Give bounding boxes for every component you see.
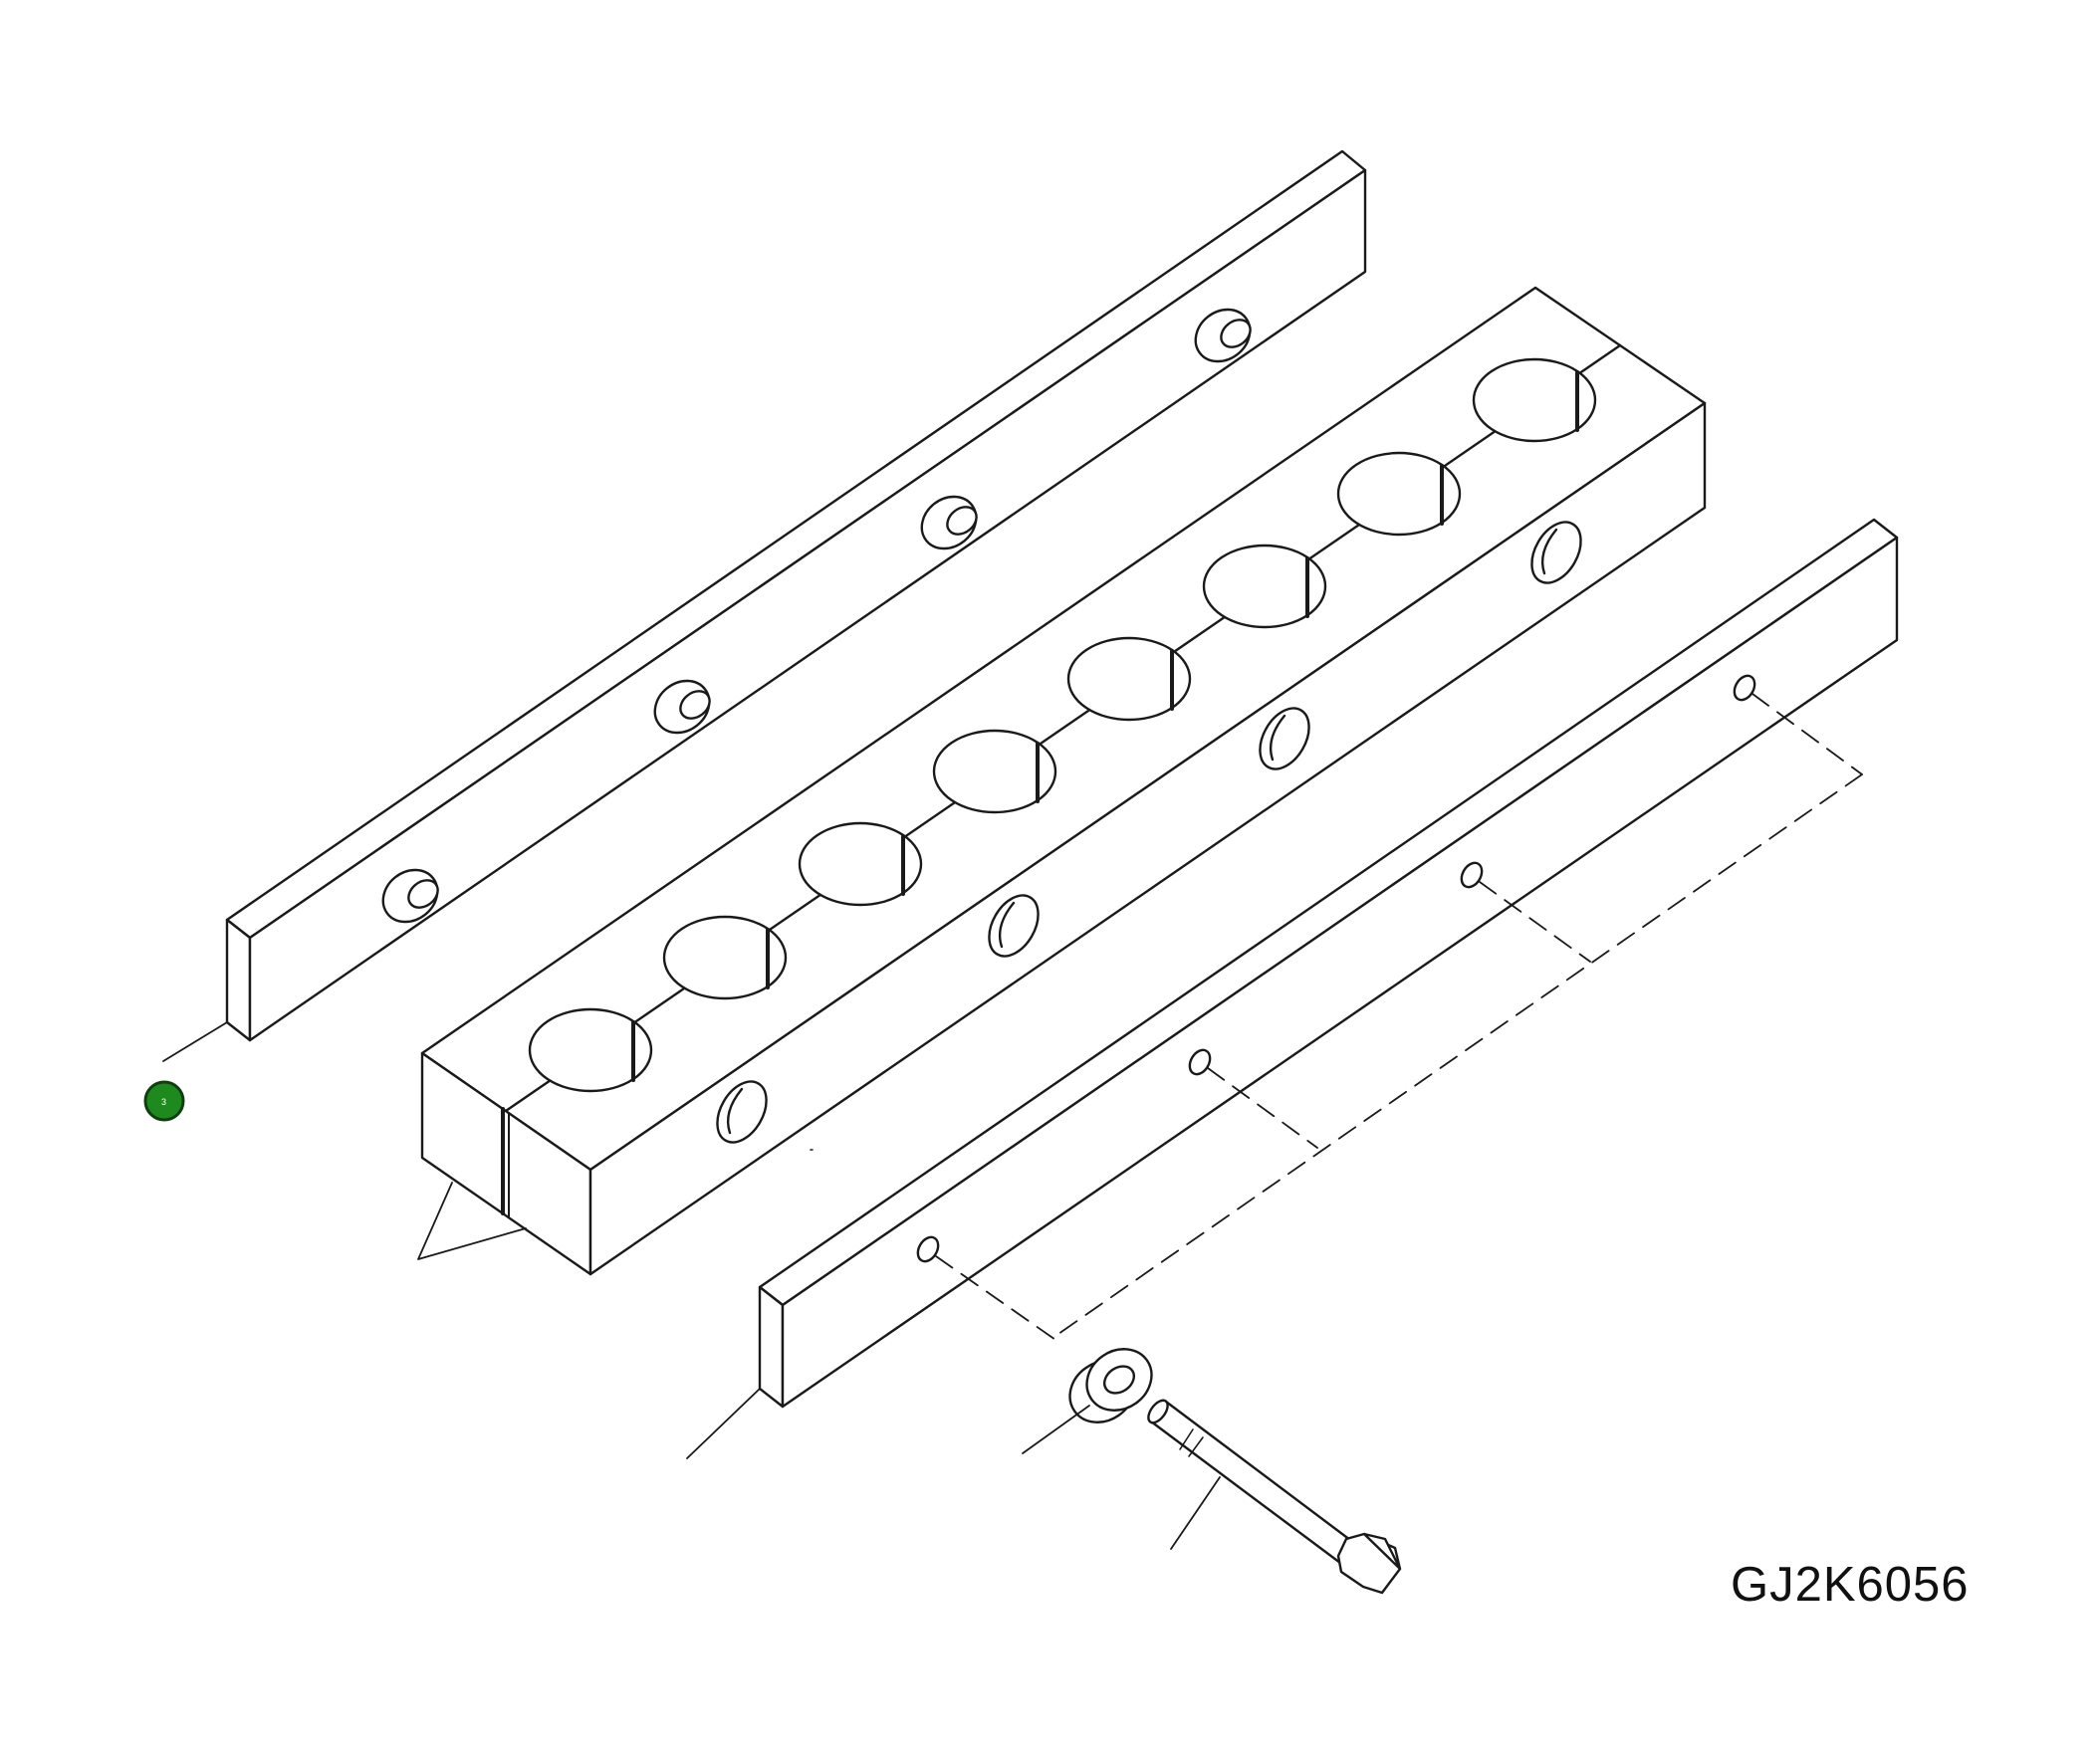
side-bolt-hole-2 xyxy=(988,894,1040,958)
tube-hole-2 xyxy=(662,915,788,1000)
tube-hole-4 xyxy=(932,729,1057,814)
leader-lines xyxy=(162,1021,1221,1550)
plate-hole-2 xyxy=(1188,1048,1212,1076)
assembly-guide-lines xyxy=(935,693,1863,1343)
boss-1 xyxy=(381,868,439,924)
drawing-code: GJ2K6056 xyxy=(1731,1558,1970,1612)
plate-hole-3 xyxy=(1460,861,1484,889)
boss-2 xyxy=(653,679,711,735)
callout-3-circle[interactable] xyxy=(143,1080,185,1122)
side-bolt-hole-3 xyxy=(1259,707,1310,770)
boss-4 xyxy=(1194,308,1252,363)
boss-3 xyxy=(920,495,978,550)
cover-plate xyxy=(758,518,1899,1409)
tube-hole-5 xyxy=(1066,636,1192,722)
bolt xyxy=(1147,1399,1402,1595)
tube-hole-7 xyxy=(1336,451,1462,537)
callout-3-label: 3 xyxy=(161,1097,166,1107)
plate-hole-4 xyxy=(1733,674,1756,702)
tube-hole-6 xyxy=(1202,544,1327,629)
top-clamp-plate xyxy=(225,149,1367,1042)
washer xyxy=(1068,1348,1153,1423)
side-bolt-hole-4 xyxy=(1530,521,1582,584)
side-bolt-hole-1 xyxy=(716,1080,768,1144)
tube-hole-3 xyxy=(798,821,923,907)
callout-3[interactable]: 3 xyxy=(143,1080,185,1122)
tube-hole-1 xyxy=(528,1007,653,1093)
plate-hole-1 xyxy=(916,1235,940,1263)
tube-hole-8 xyxy=(1472,357,1597,443)
